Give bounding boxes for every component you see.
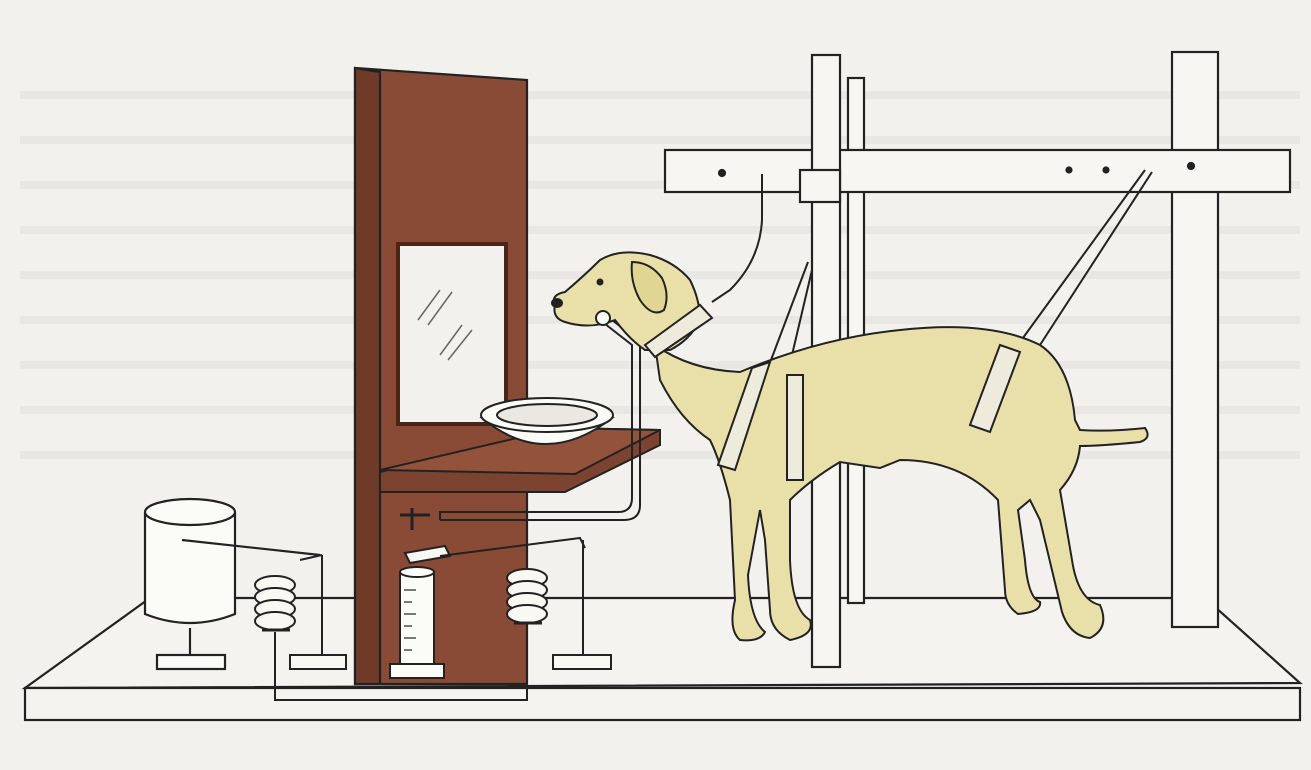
wooden-partition [355, 68, 527, 684]
